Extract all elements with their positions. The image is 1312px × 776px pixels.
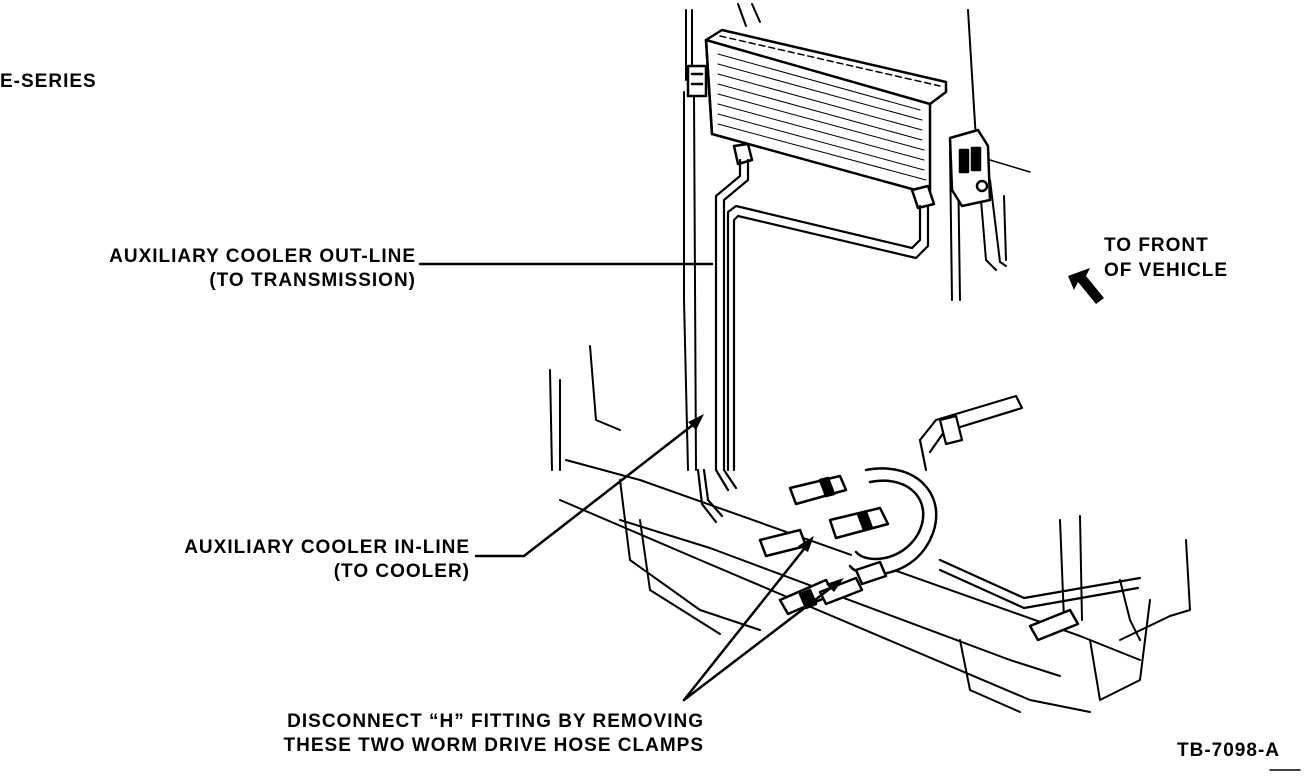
- h-fitting: [758, 467, 938, 616]
- cooler-fittings: [732, 142, 936, 210]
- out-line-callout-title: AUXILIARY COOLER OUT-LINE: [109, 246, 416, 267]
- in-line-callout-subtitle: (TO COOLER): [333, 561, 470, 582]
- fitting-callout-line2: THESE TWO WORM DRIVE HOSE CLAMPS: [283, 735, 704, 756]
- fitting-callout-line1: DISCONNECT “H” FITTING BY REMOVING: [287, 711, 704, 732]
- cooler-lines: [696, 158, 930, 524]
- right-line: [918, 394, 1142, 642]
- front-direction-arrow: [1068, 268, 1104, 304]
- leader-lines: [418, 262, 844, 702]
- series-label: E-SERIES: [0, 71, 97, 92]
- out-line-callout-subtitle: (TO TRANSMISSION): [209, 270, 416, 291]
- in-line-leader: [474, 422, 696, 558]
- clamp-leader-2: [682, 582, 838, 702]
- clamp-leader-1: [682, 542, 810, 702]
- direction-callout-line2: OF VEHICLE: [1104, 260, 1229, 281]
- in-line-callout-title: AUXILIARY COOLER IN-LINE: [184, 537, 470, 558]
- auxiliary-cooler: [686, 28, 1031, 208]
- direction-callout-line1: TO FRONT: [1104, 235, 1209, 256]
- figure-id: TB-7098-A: [1177, 740, 1280, 761]
